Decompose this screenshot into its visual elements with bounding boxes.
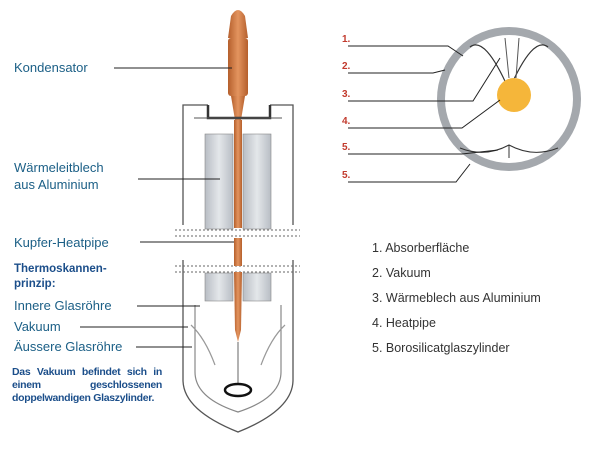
cross-section	[437, 27, 581, 171]
inner-glass-tube	[190, 305, 286, 413]
legend-item: 3. Wärmeblech aus Aluminium	[372, 291, 541, 305]
legend-item: 5. Borosilicatglaszylinder	[372, 341, 510, 355]
leader-lines-left	[80, 67, 234, 348]
condenser-shape	[228, 10, 248, 120]
break-lines	[175, 229, 300, 273]
aluminium-fins	[204, 133, 272, 302]
label-kondensator: Kondensator	[14, 60, 88, 75]
cross-number-5b: 5.	[342, 170, 351, 181]
vakuum-paragraph: Das Vakuum befindet sich in einem geschl…	[12, 366, 162, 404]
cross-number-2: 2.	[342, 61, 351, 72]
leader-lines-right	[348, 45, 501, 183]
cross-number-3: 3.	[342, 89, 351, 100]
label-innere-glasroehre: Innere Glasröhre	[14, 298, 112, 313]
label-waermeleitblech-2: aus Aluminium	[14, 177, 99, 192]
legend: 1. Absorberfläche 2. Vakuum 3. Wärmeblec…	[372, 236, 541, 361]
cross-number-1: 1.	[342, 34, 351, 45]
copper-heatpipe	[223, 120, 253, 398]
label-thermo-2: prinzip:	[14, 278, 56, 290]
label-aeussere-glasroehre: Äussere Glasröhre	[14, 339, 123, 354]
cross-number-5a: 5.	[342, 142, 351, 153]
label-thermo-1: Thermoskannen-	[14, 263, 107, 275]
label-kupfer-heatpipe: Kupfer-Heatpipe	[14, 235, 109, 250]
label-waermeleitblech-1: Wärmeleitblech	[14, 160, 104, 175]
legend-item: 1. Absorberfläche	[372, 241, 470, 255]
legend-item: 4. Heatpipe	[372, 316, 436, 330]
outer-glass-tube	[182, 104, 294, 433]
legend-item: 2. Vakuum	[372, 266, 431, 280]
label-vakuum: Vakuum	[14, 319, 61, 334]
cross-number-4: 4.	[342, 116, 351, 127]
